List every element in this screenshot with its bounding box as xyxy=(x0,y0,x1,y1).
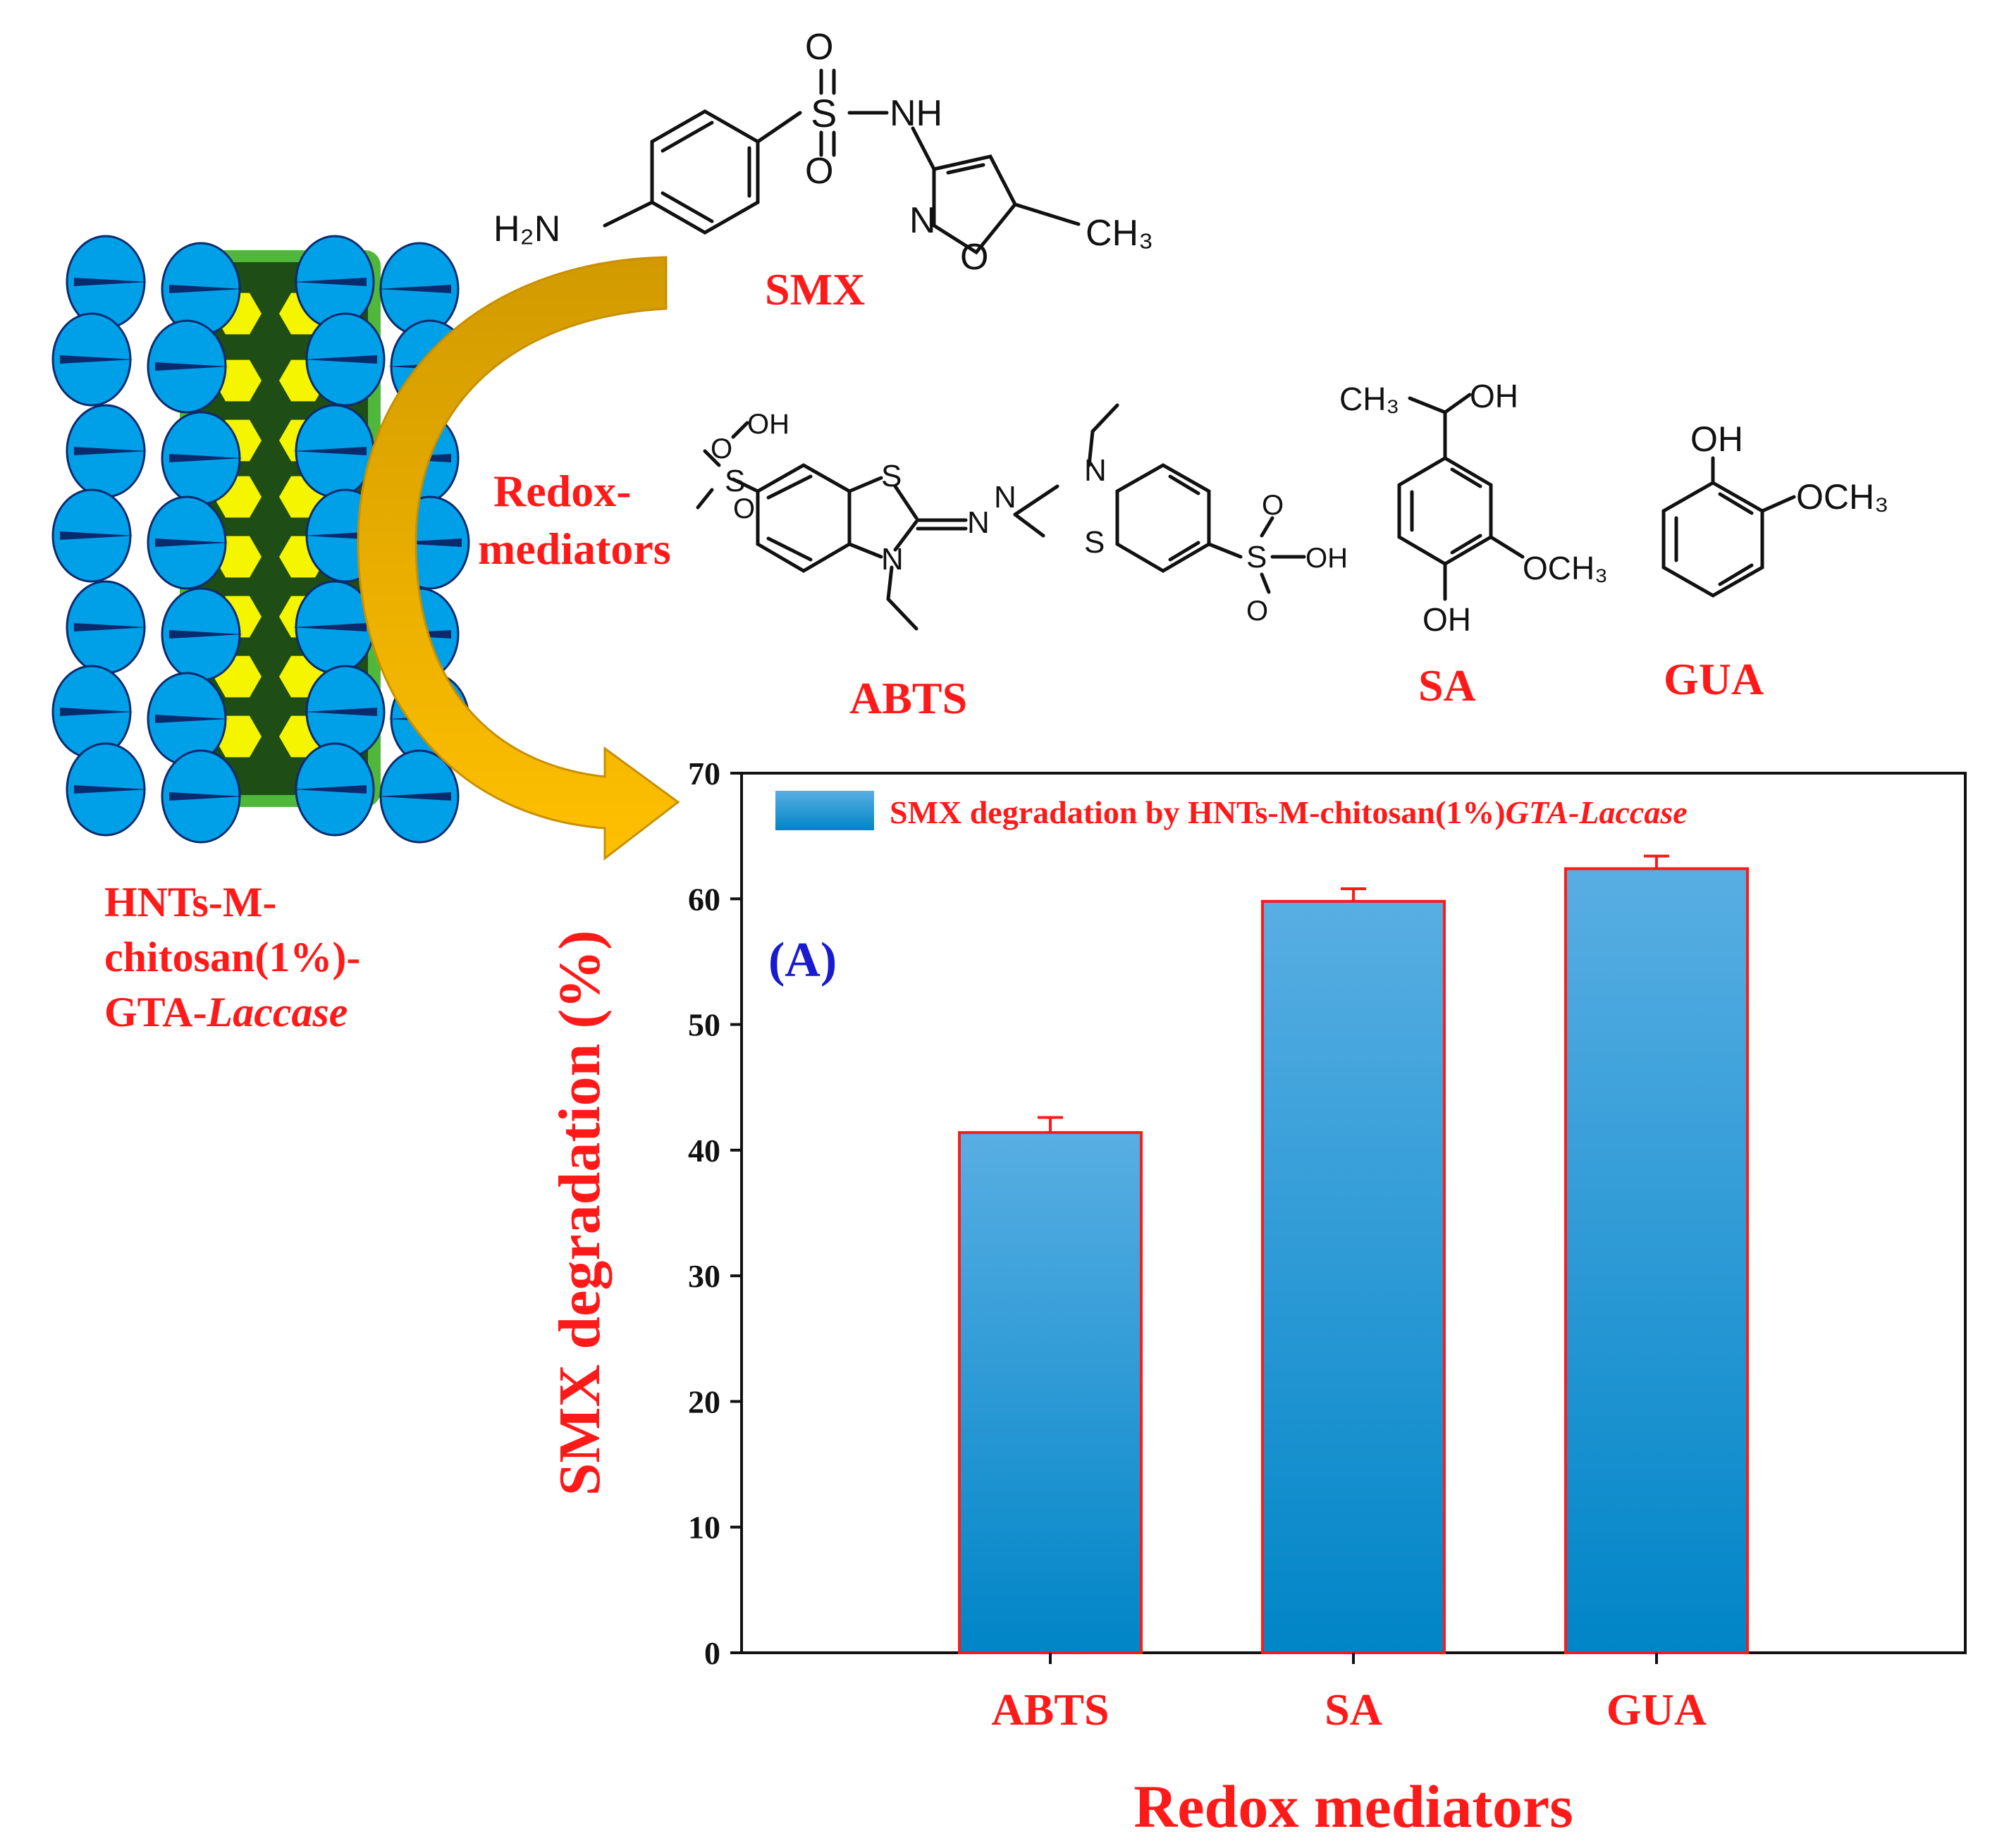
smx-atom-o-bottom: O xyxy=(805,151,833,192)
arrow-label-line2: mediators xyxy=(478,524,671,574)
abts-atom-o-2: O xyxy=(733,493,755,524)
sa-structure: CH₃ OH OCH₃ OH SA xyxy=(1339,378,1608,710)
smx-atom-h2n: H₂N xyxy=(493,209,560,250)
enzyme-linker xyxy=(155,538,229,547)
curved-arrow xyxy=(357,256,680,861)
abts-atom-n-ring-1: N xyxy=(881,542,904,577)
abts-atom-s-sulfo-1: S xyxy=(725,464,745,498)
sa-atom-oh-bottom: OH xyxy=(1423,601,1471,638)
catalyst-label-line3: GTA-Laccase xyxy=(104,989,348,1035)
y-tick-label: 10 xyxy=(688,1510,720,1546)
bar-gua xyxy=(1564,867,1749,1654)
enzyme-linker xyxy=(293,623,367,632)
enzyme-linker xyxy=(169,285,243,293)
sa-atom-ch3: CH₃ xyxy=(1339,381,1399,417)
abts-structure: O OH S O S N N N N S S O O OH ABTS xyxy=(696,403,1348,723)
abts-atom-o-4: O xyxy=(1246,596,1268,627)
abts-label: ABTS xyxy=(849,673,967,723)
panel-label: (A) xyxy=(768,933,837,987)
gua-label: GUA xyxy=(1664,654,1764,704)
enzyme-linker xyxy=(155,715,229,723)
abts-atom-s-ring-1: S xyxy=(881,459,902,493)
legend: SMX degradation by HNTs-M-chitosan(1%)GT… xyxy=(775,791,1688,830)
catalyst-label-line2: chitosan(1%)- xyxy=(104,934,360,980)
abts-atom-s-sulfo-2: S xyxy=(1246,540,1267,574)
enzyme-linker xyxy=(60,708,134,716)
bar-chart: 0 10 20 30 40 50 60 70 ABTS SA GUA SMX degradatio… xyxy=(547,756,1967,1840)
bar-abts xyxy=(958,1131,1143,1654)
abts-atom-oh-2: OH xyxy=(1305,543,1348,574)
enzyme-linker xyxy=(293,278,367,286)
enzyme-linker xyxy=(377,285,451,293)
catalyst-label-line1: HNTs-M- xyxy=(104,879,276,925)
abts-atom-o-3: O xyxy=(1262,490,1284,521)
abts-atom-s-ring-2: S xyxy=(1084,525,1105,560)
abts-atom-o-1: O xyxy=(711,433,732,464)
smx-atom-o-ring: O xyxy=(960,237,988,278)
catalyst-label: HNTs-M- chitosan(1%)- GTA-Laccase xyxy=(104,879,360,1035)
y-tick-label: 50 xyxy=(688,1007,720,1043)
enzyme-linker xyxy=(155,362,229,371)
enzyme-linker xyxy=(169,630,243,639)
x-tick-label-gua: GUA xyxy=(1606,1684,1707,1735)
arrow-label: Redox- mediators xyxy=(478,466,671,574)
smx-atom-n: N xyxy=(909,200,936,241)
smx-atom-s: S xyxy=(811,91,837,135)
smx-atom-o-top: O xyxy=(805,27,833,68)
x-tick-label-sa: SA xyxy=(1325,1684,1382,1735)
gua-structure: OH OCH₃ GUA xyxy=(1661,419,1888,704)
legend-swatch xyxy=(775,791,874,830)
y-axis-title: SMX degradation (%) xyxy=(547,930,613,1496)
y-axis-ticks: 0 10 20 30 40 50 60 70 xyxy=(688,756,742,1671)
x-axis-title: Redox mediators xyxy=(1133,1773,1573,1840)
gua-atom-oh: OH xyxy=(1690,419,1743,459)
enzyme-linker xyxy=(388,538,462,547)
bar-series xyxy=(958,854,1749,1654)
y-tick-label: 60 xyxy=(688,881,720,917)
sa-atom-och3: OCH₃ xyxy=(1523,550,1608,586)
y-tick-label: 70 xyxy=(688,756,720,791)
abts-atom-n-azo-2: N xyxy=(994,480,1016,515)
enzyme-linker xyxy=(74,278,148,286)
enzyme-linker xyxy=(377,792,451,801)
smx-atom-nh: NH xyxy=(890,93,942,134)
enzyme-linker xyxy=(74,447,148,455)
y-tick-label: 40 xyxy=(688,1133,720,1169)
enzyme-linker xyxy=(60,355,134,364)
legend-label: SMX degradation by HNTs-M-chitosan(1%)GT… xyxy=(890,794,1688,830)
x-tick-label-abts: ABTS xyxy=(991,1684,1109,1735)
sa-atom-oh-top: OH xyxy=(1470,378,1518,414)
abts-atom-oh-1: OH xyxy=(747,409,789,440)
smx-structure: O S O NH H₂N N O CH₃ SMX xyxy=(493,27,1153,314)
abts-atom-n-azo-1: N xyxy=(967,505,990,540)
enzyme-linker xyxy=(303,708,377,716)
enzyme-linker xyxy=(169,454,243,462)
bar-sa xyxy=(1261,899,1446,1654)
enzyme-linker xyxy=(293,785,367,794)
enzyme-linker xyxy=(169,792,243,801)
enzyme-linker xyxy=(303,355,377,364)
y-tick-label: 0 xyxy=(704,1635,720,1671)
gua-atom-och3: OCH₃ xyxy=(1796,477,1888,517)
enzyme-linker xyxy=(293,447,367,455)
arrow-label-line1: Redox- xyxy=(493,466,632,516)
enzyme-linker xyxy=(74,785,148,794)
enzyme-linker xyxy=(60,531,134,540)
sa-label: SA xyxy=(1418,660,1476,710)
y-tick-label: 20 xyxy=(688,1384,720,1419)
smx-label: SMX xyxy=(765,264,865,314)
y-tick-label: 30 xyxy=(688,1258,720,1294)
abts-atom-n-ring-2: N xyxy=(1084,453,1107,488)
enzyme-linker xyxy=(74,623,148,632)
x-axis-ticks: ABTS SA GUA xyxy=(991,1653,1707,1735)
smx-atom-ch3: CH₃ xyxy=(1086,213,1153,254)
